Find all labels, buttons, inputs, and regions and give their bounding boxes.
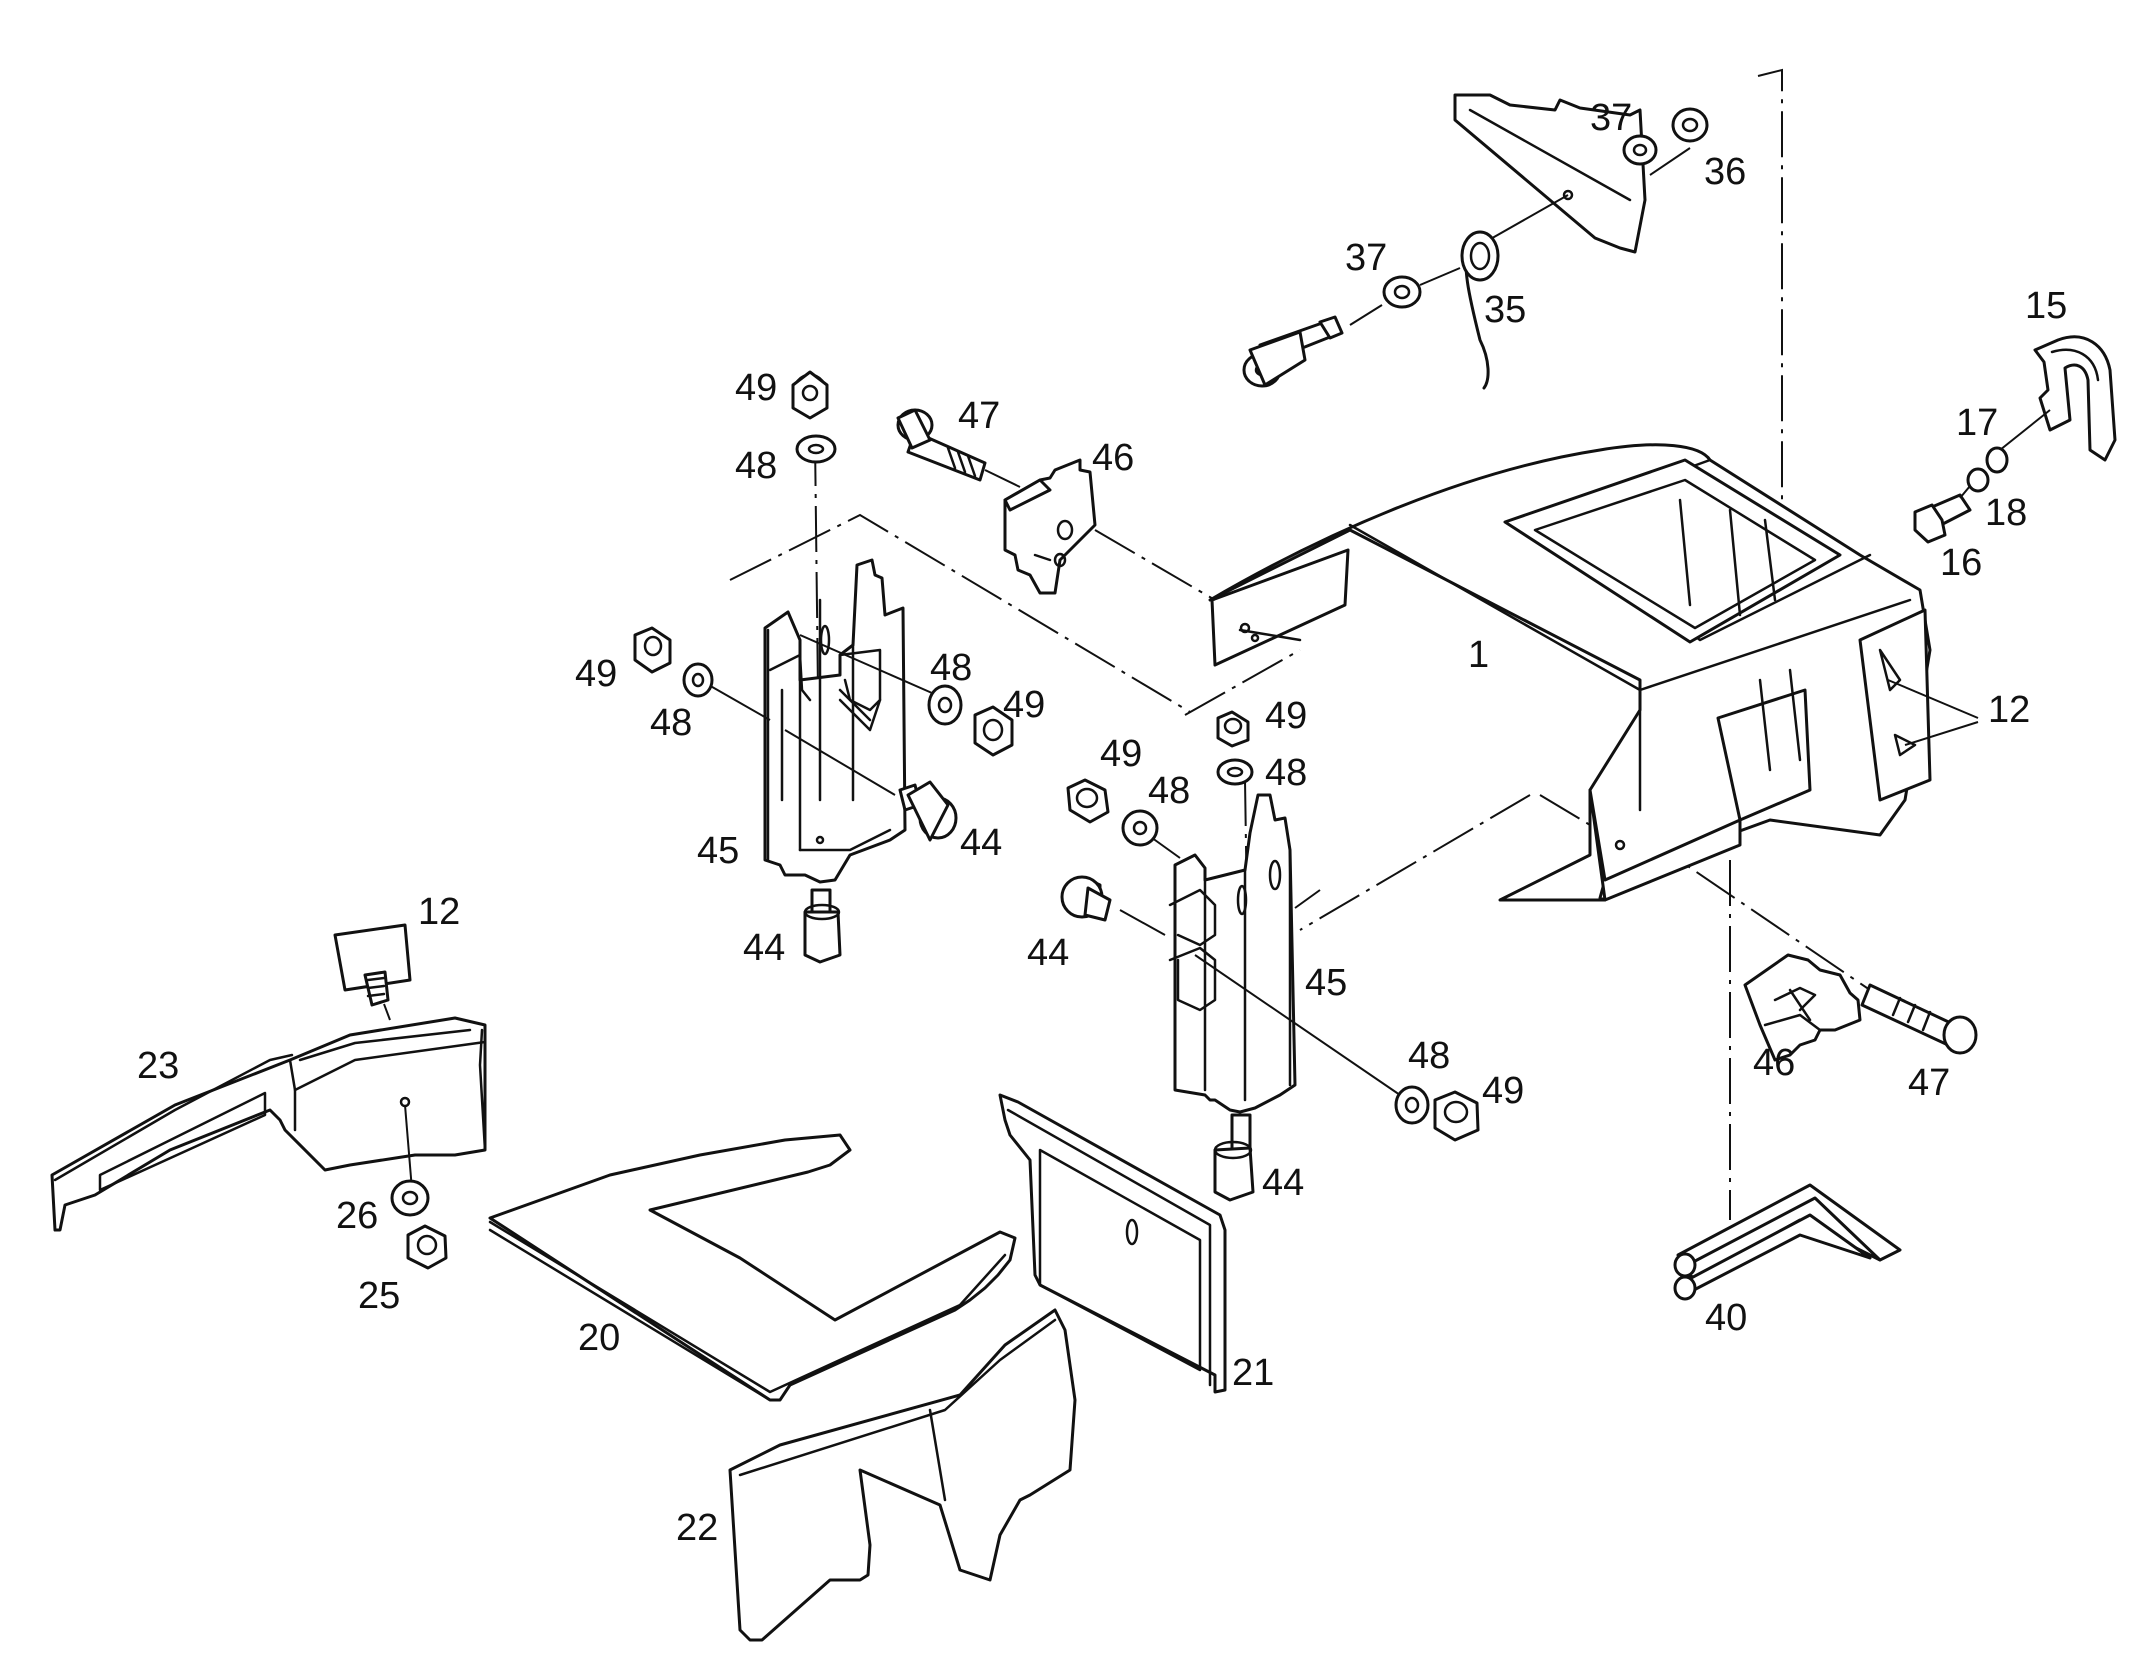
stud-44-a: [898, 780, 958, 842]
leader-line: [984, 469, 1021, 488]
callout-45-right: 45: [1305, 962, 1347, 1004]
callout-26: 26: [336, 1195, 378, 1237]
callout-36: 36: [1704, 151, 1746, 193]
leader-line: [1479, 194, 1569, 246]
washer-37-lower: [1382, 275, 1422, 309]
bracket-46-lower: [1743, 953, 1862, 1062]
bolt-47-upper: [896, 408, 987, 482]
cable-tie-35: [1460, 230, 1500, 390]
bracket-45-right: [1168, 793, 1297, 1114]
leader-line: [1999, 409, 2051, 451]
washer-17: [1985, 446, 2009, 474]
leader-line: [1887, 679, 1979, 719]
callout-35: 35: [1484, 289, 1526, 331]
callout-15: 15: [2025, 285, 2067, 327]
callout-48-d: 48: [1265, 752, 1307, 794]
callout-47-lower: 47: [1908, 1062, 1950, 1104]
mounting-bracket-plate: [1453, 93, 1647, 254]
callout-46-upper: 46: [1092, 437, 1134, 479]
nut-36: [1671, 107, 1709, 143]
callout-12-left: 12: [418, 891, 460, 933]
leader-line: [1119, 909, 1166, 936]
callout-37-lower: 37: [1345, 237, 1387, 279]
stud-44-c: [1060, 875, 1112, 922]
callout-44-c: 44: [1027, 932, 1069, 974]
bracket-46-upper: [1003, 458, 1097, 595]
callout-49-b: 49: [575, 653, 617, 695]
main-housing: [1208, 443, 1932, 902]
leader-line: [1959, 485, 1971, 499]
nut-25: [406, 1224, 448, 1270]
callout-48-c: 48: [930, 647, 972, 689]
washer-18: [1966, 467, 1990, 493]
gasket-20: [488, 1133, 1017, 1402]
leader-line: [404, 1104, 413, 1191]
washer-48-f: [1394, 1085, 1430, 1125]
callout-37-upper: 37: [1590, 97, 1632, 139]
callout-48-a: 48: [735, 445, 777, 487]
callout-48-e: 48: [1148, 770, 1190, 812]
washer-48-b: [682, 662, 714, 698]
callout-21: 21: [1232, 1352, 1274, 1394]
fastener-12-left: [333, 923, 412, 1007]
leader-line: [1349, 304, 1383, 326]
callout-labels: 1 12 12 15 16 17 18 20 21 22 23 25 26 35…: [137, 97, 2067, 1549]
callout-49-c: 49: [1003, 684, 1045, 726]
nut-49-a: [791, 370, 829, 420]
callout-44-d: 44: [1262, 1162, 1304, 1204]
washer-48-a: [795, 434, 837, 464]
callout-48-f: 48: [1408, 1035, 1450, 1077]
callout-22: 22: [676, 1507, 718, 1549]
leader-line: [1649, 147, 1691, 176]
callout-16: 16: [1940, 542, 1982, 584]
washer-37-upper: [1622, 134, 1658, 166]
callout-18: 18: [1985, 492, 2027, 534]
callout-44-a: 44: [960, 822, 1002, 864]
leader-line: [1194, 954, 1401, 1096]
bolt-16: [1913, 493, 1972, 544]
callout-48-b: 48: [650, 702, 692, 744]
callout-46-lower: 46: [1753, 1042, 1795, 1084]
callout-40: 40: [1705, 1297, 1747, 1339]
nut-49-f: [1433, 1090, 1480, 1142]
nut-49-d: [1216, 710, 1250, 748]
callout-25: 25: [358, 1275, 400, 1317]
nut-49-b: [633, 626, 672, 674]
callout-49-e: 49: [1100, 733, 1142, 775]
callout-20: 20: [578, 1317, 620, 1359]
nut-49-c: [973, 705, 1014, 757]
spring-clip-15: [2033, 335, 2117, 462]
insulation-panel-22: [728, 1308, 1077, 1642]
bolt-shoulder: [1242, 315, 1344, 388]
channel-strip-40: [1673, 1183, 1902, 1301]
callout-44-b: 44: [743, 927, 785, 969]
leader-line: [1419, 267, 1461, 286]
washer-26: [390, 1179, 430, 1217]
leader-line: [383, 1003, 391, 1021]
side-panel-21: [998, 1093, 1227, 1394]
callout-17: 17: [1956, 402, 1998, 444]
leader-line: [799, 634, 933, 694]
callout-49-d: 49: [1265, 695, 1307, 737]
leader-line: [1904, 721, 1979, 746]
callout-47-upper: 47: [958, 395, 1000, 437]
nut-49-e: [1066, 778, 1110, 824]
leader-line: [784, 729, 896, 796]
callout-45-left: 45: [697, 830, 739, 872]
callout-49-a: 49: [735, 367, 777, 409]
bracket-45-left: [763, 558, 907, 884]
washer-48-e: [1121, 809, 1159, 847]
callout-12-housing: 12: [1988, 689, 2030, 731]
bolt-47-lower: [1860, 983, 1978, 1055]
callout-49-f: 49: [1482, 1070, 1524, 1112]
washer-48-c: [927, 684, 963, 726]
stud-44-b: [803, 888, 842, 964]
washer-48-d: [1216, 758, 1254, 786]
cover-plate-23: [50, 1016, 487, 1232]
callout-1: 1: [1468, 634, 1489, 676]
leader-line: [1294, 889, 1321, 909]
stud-44-d: [1213, 1113, 1255, 1202]
callout-23: 23: [137, 1045, 179, 1087]
